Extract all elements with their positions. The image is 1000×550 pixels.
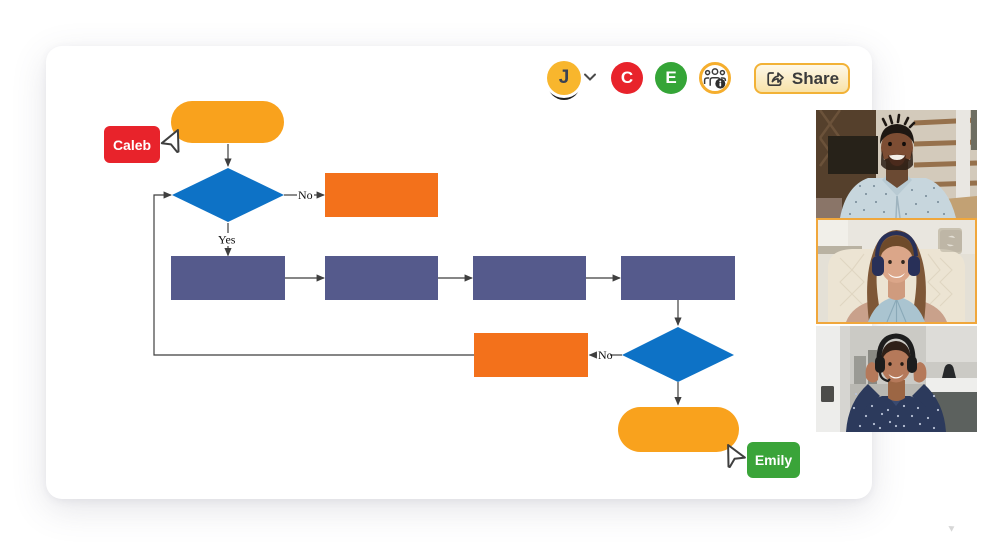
svg-text:No: No	[598, 348, 613, 362]
svg-text:Yes: Yes	[218, 233, 236, 247]
svg-text:No: No	[298, 188, 313, 202]
